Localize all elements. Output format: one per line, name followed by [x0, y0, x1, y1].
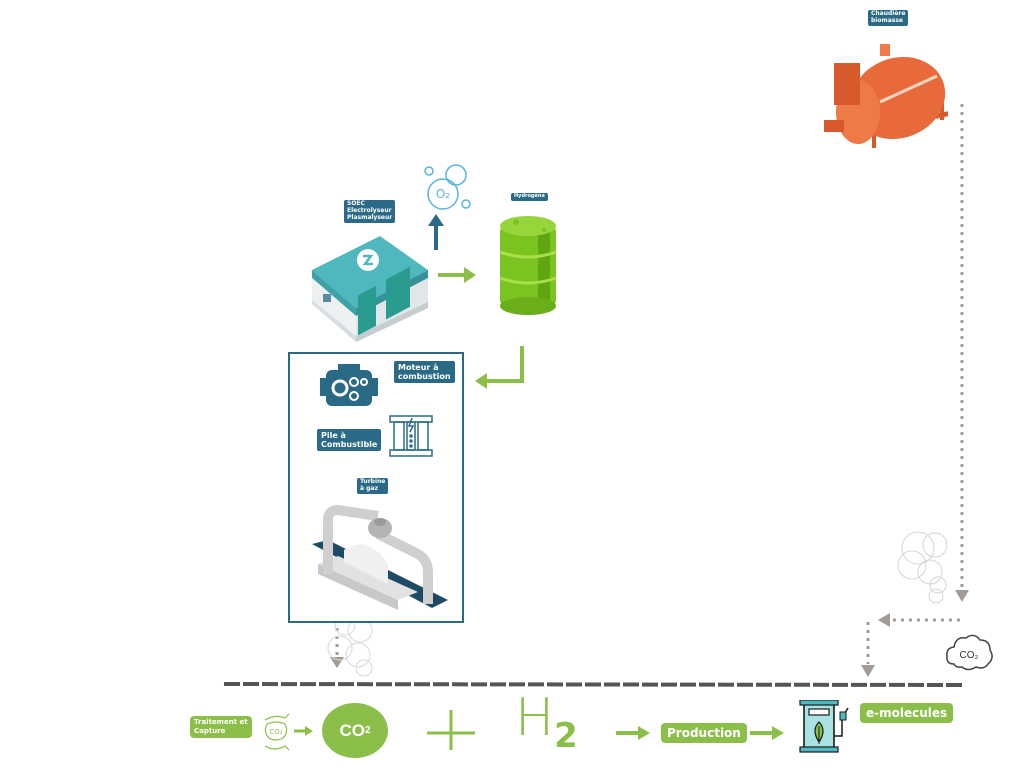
- smoke-cloud-icon: [897, 531, 948, 604]
- o2-text: O₂: [436, 187, 450, 201]
- hydrogen-to-converters-arrow: [475, 346, 524, 389]
- electrolyser-label: SOEC Electrolyseur Plasmalyseur: [344, 200, 396, 223]
- fuel-cell-icon: [389, 415, 433, 457]
- capture-to-co2-arrow: [294, 726, 313, 736]
- boiler-label: Chaudière biomasse: [868, 10, 909, 26]
- smoke-cloud-icon: [327, 614, 373, 677]
- oxygen-up-arrow: [428, 214, 444, 250]
- h2-node-subscript: 2: [554, 716, 578, 756]
- co2-flow-arrow-down: [861, 622, 875, 677]
- co2-node-text: CO: [339, 720, 365, 740]
- capture-label-line: Traitement et: [194, 718, 248, 726]
- capture-label-line: Capture: [194, 727, 226, 736]
- engine-label-line: Moteur à: [398, 363, 439, 372]
- engine-label-line: combustion: [398, 372, 451, 382]
- gas-turbine-label-line: Turbine: [360, 478, 386, 485]
- plus-icon: [427, 710, 475, 750]
- e-molecules-label: e-molecules: [860, 703, 954, 723]
- production-to-pump-arrow: [750, 726, 784, 740]
- baseline-divider: [223, 682, 966, 687]
- fuel-pump-leaf-icon: [799, 700, 849, 753]
- electrolyser-label-line: Electrolyseur: [347, 206, 392, 214]
- boiler-label-line: biomasse: [871, 16, 903, 24]
- hydrogen-label: Hydrogène: [511, 193, 548, 201]
- gas-turbine-label-line: à gaz: [360, 484, 378, 492]
- boiler-flow-arrow: [955, 104, 969, 602]
- h2-node-text: H: [515, 688, 555, 748]
- h2-node: H2: [515, 692, 578, 753]
- co2-cloud-icon: CO₂: [946, 634, 993, 671]
- fuel-cell-label: Pile à Combustible: [317, 429, 382, 452]
- engine-label: Moteur à combustion: [394, 361, 455, 384]
- electrolyser-label-line: SOEC: [347, 200, 365, 207]
- boiler-icon: [824, 44, 948, 148]
- energy-converters-panel: Moteur à combustion Pile à Combustible T…: [288, 352, 464, 623]
- fuel-cell-label-line: Combustible: [321, 440, 378, 450]
- electrolyser-label-line: Plasmalyseur: [347, 213, 393, 221]
- production-label: Production: [661, 723, 747, 743]
- gas-turbine-label: Turbine à gaz: [357, 478, 389, 494]
- boiler-label-line: Chaudière: [871, 10, 906, 17]
- electrolyser-icon: [312, 236, 428, 342]
- fuel-cell-label-line: Pile à: [321, 431, 346, 440]
- co2-capture-icon: CO₂: [264, 713, 290, 751]
- oxygen-bubble-icon: O₂: [424, 164, 471, 210]
- co2-cloud-text: CO₂: [960, 650, 979, 661]
- h2-to-production-arrow: [616, 726, 650, 740]
- svg-text:CO₂: CO₂: [269, 728, 282, 736]
- gas-turbine-icon: [312, 504, 448, 610]
- co2-node-subscript: 2: [364, 725, 371, 736]
- hydrogen-barrel-icon: [499, 216, 557, 315]
- capture-label: Traitement et Capture: [190, 716, 252, 739]
- engine-icon: [320, 364, 378, 406]
- electrolyser-to-hydrogen-arrow: [438, 267, 476, 283]
- co2-flow-arrow-left: [878, 613, 960, 627]
